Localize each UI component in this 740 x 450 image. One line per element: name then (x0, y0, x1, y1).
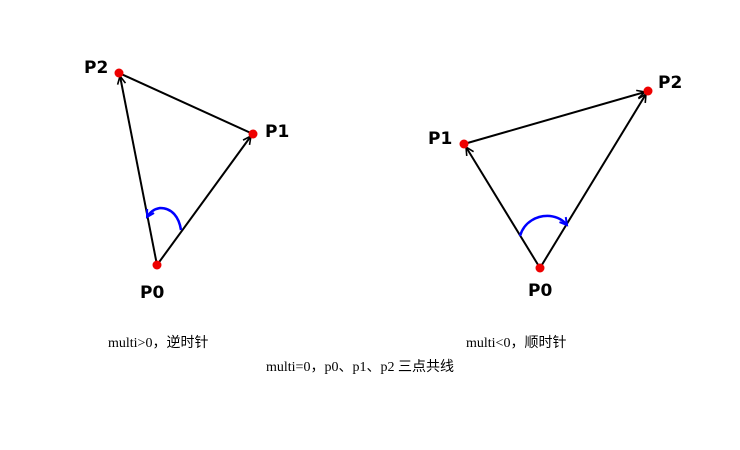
left-label-p0: P0 (140, 283, 164, 303)
right-label-p2: P2 (658, 73, 682, 93)
left-vector-p0-p1 (156, 136, 251, 266)
right-vector-p0-p1 (466, 147, 541, 269)
left-point-p0 (152, 260, 162, 270)
collinear-caption: multi=0，p0、p1、p2 三点共线 (266, 360, 454, 375)
left-edge-p1-p2 (118, 72, 254, 135)
left-label-p1: P1 (265, 122, 289, 142)
right-point-p1 (459, 139, 469, 149)
right-label-p0: P0 (528, 281, 552, 301)
right-caption: multi<0，顺时针 (466, 336, 567, 351)
left-label-p2: P2 (84, 58, 108, 78)
right-triangle: P0 P1 P2 (428, 73, 682, 301)
right-vector-p0-p2 (539, 94, 646, 269)
left-point-p1 (248, 129, 258, 139)
right-point-p2 (643, 86, 653, 96)
left-caption: multi>0，逆时针 (108, 336, 209, 351)
right-rotation-arrow (518, 214, 567, 237)
left-rotation-arrow (145, 206, 183, 231)
left-point-p2 (114, 68, 124, 78)
right-point-p0 (535, 263, 545, 273)
left-triangle: P0 P1 P2 (84, 58, 289, 303)
left-vector-p0-p2 (120, 76, 158, 266)
right-vector-p1-p2 (463, 92, 645, 145)
right-label-p1: P1 (428, 129, 452, 149)
